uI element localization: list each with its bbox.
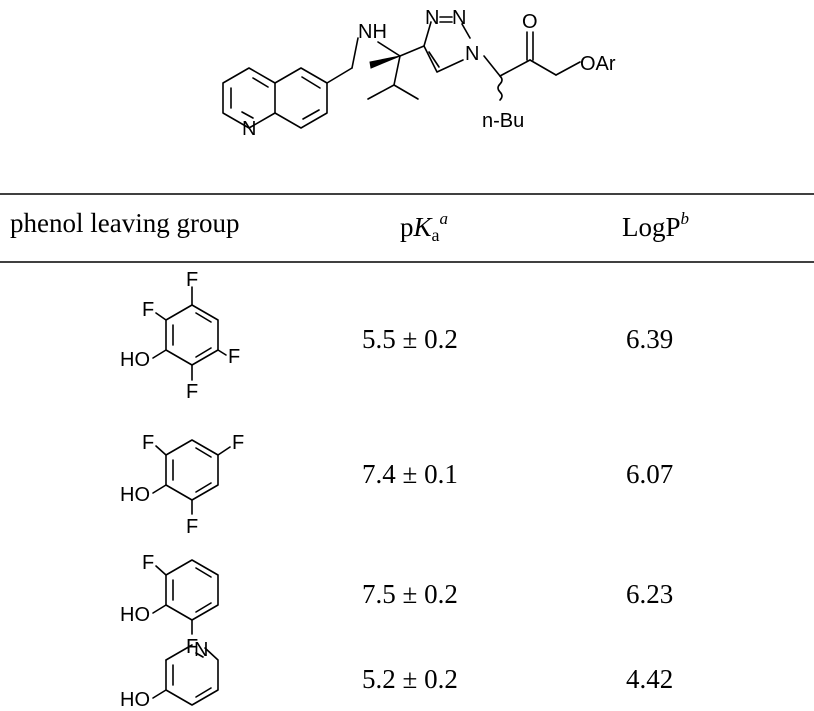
ho-label: HO [120,604,150,626]
nh-label: NH [358,21,387,43]
pyridine-n-label: N [194,639,208,661]
table-cell-pka: 5.2 ± 0.2 [362,664,458,694]
header-pka-subscript: a [431,225,440,245]
ho-label: HO [120,484,150,506]
leaving-group-structure-3: F HO F [120,552,219,658]
header-pka-footnote: a [439,209,449,228]
table-cell-pka: 5.5 ± 0.2 [362,324,458,354]
f-label: F [186,636,198,658]
nbu-label: n-Bu [482,110,524,132]
header-logp-footnote: b [680,209,690,228]
f-label: F [142,552,154,574]
scaffold-structure: NH N N N N O OAr n-Bu [222,7,616,140]
table-cell-pka: 7.4 ± 0.1 [362,459,458,489]
carbonyl-o-label: O [522,11,538,33]
f-label: F [186,516,198,538]
oar-label: OAr [580,53,616,75]
triazole-n2-label: N [452,7,466,29]
leaving-group-structure-1: F F F HO F [120,269,240,403]
ho-label: HO [120,349,150,371]
header-pka-prefix: p [400,212,414,242]
f-label: F [232,432,244,454]
header-pka: pKaa [400,210,448,244]
f-label: F [228,346,240,368]
table-cell-logp: 6.23 [626,579,674,609]
leaving-group-structure-2: F F HO F [120,432,244,538]
f-label: F [186,381,198,403]
header-leaving-group: phenol leaving group [10,208,240,238]
table-cell-logp: 6.39 [626,324,674,354]
triazole-n3-label: N [425,7,439,29]
leaving-group-structure-4: N HO [120,639,219,711]
table-cell-pka: 7.5 ± 0.2 [362,579,458,609]
header-logp-text: LogP [622,212,681,242]
f-label: F [142,299,154,321]
table-cell-logp: 4.42 [626,664,674,694]
table-cell-logp: 6.07 [626,459,674,489]
ho-label: HO [120,689,150,711]
f-label: F [186,269,198,291]
header-logp: LogPb [622,210,689,241]
f-label: F [142,432,154,454]
header-pka-symbol: K [413,212,432,242]
quinoline-n-label: N [242,118,256,140]
triazole-n1-label: N [465,43,479,65]
